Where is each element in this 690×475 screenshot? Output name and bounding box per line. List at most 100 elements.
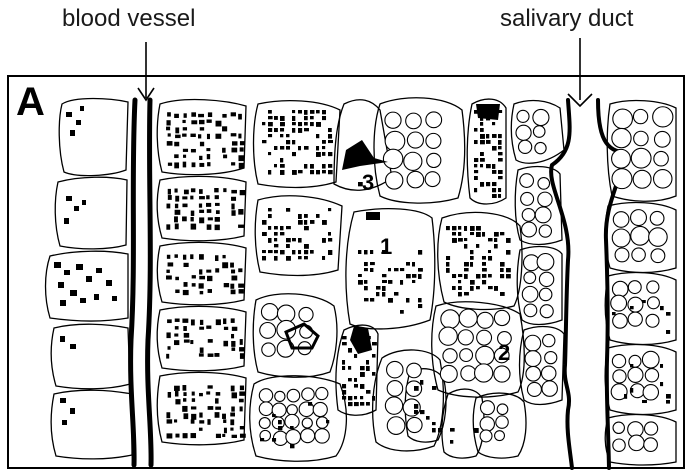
vesicle bbox=[613, 212, 629, 228]
granule bbox=[175, 196, 179, 202]
vesicle bbox=[477, 330, 492, 345]
granule bbox=[208, 385, 213, 388]
granule bbox=[458, 232, 461, 236]
granule bbox=[304, 244, 309, 249]
vesicle bbox=[613, 109, 633, 129]
vesicle bbox=[287, 389, 300, 402]
granule bbox=[231, 133, 237, 136]
vesicle bbox=[520, 174, 534, 188]
granule bbox=[486, 164, 491, 168]
vesicle bbox=[385, 397, 402, 414]
vesicle bbox=[527, 382, 541, 396]
granule bbox=[364, 268, 368, 271]
granule bbox=[292, 110, 295, 113]
granule bbox=[231, 112, 236, 116]
granule bbox=[414, 404, 418, 409]
granule bbox=[199, 353, 204, 356]
granule bbox=[175, 210, 181, 215]
vesicle bbox=[629, 435, 645, 451]
granule bbox=[280, 128, 284, 132]
granule bbox=[354, 384, 358, 388]
vesicle bbox=[612, 169, 632, 189]
granule bbox=[458, 274, 462, 277]
granule bbox=[492, 164, 495, 169]
granule bbox=[498, 134, 502, 138]
vesicle bbox=[480, 417, 494, 431]
vesicle bbox=[539, 288, 551, 300]
granule bbox=[191, 406, 196, 409]
salivary-duct-arrow bbox=[568, 38, 592, 106]
granule bbox=[426, 416, 430, 420]
granule bbox=[240, 353, 244, 359]
granule bbox=[500, 232, 504, 235]
granule bbox=[612, 312, 616, 315]
vesicle bbox=[631, 210, 647, 226]
granule bbox=[372, 342, 377, 345]
granule bbox=[660, 382, 663, 386]
granule bbox=[492, 146, 497, 151]
granule bbox=[184, 339, 190, 342]
granule bbox=[216, 434, 221, 438]
granule bbox=[238, 155, 244, 161]
granule bbox=[418, 274, 422, 279]
granule bbox=[198, 114, 204, 117]
granule bbox=[175, 127, 179, 133]
granule bbox=[286, 244, 290, 248]
granule bbox=[191, 433, 197, 438]
granule bbox=[166, 412, 170, 418]
granule bbox=[316, 152, 321, 157]
granule bbox=[231, 318, 235, 323]
granule bbox=[183, 413, 188, 419]
granule bbox=[238, 268, 242, 272]
granule bbox=[207, 119, 212, 122]
granule bbox=[174, 188, 177, 192]
vesicle bbox=[494, 310, 509, 325]
granule bbox=[348, 396, 352, 400]
vesicle bbox=[426, 112, 442, 128]
granule bbox=[207, 224, 212, 229]
vesicle bbox=[612, 128, 631, 147]
granule bbox=[464, 292, 469, 295]
granule bbox=[292, 128, 295, 133]
granule bbox=[190, 196, 193, 200]
vesicle bbox=[633, 109, 647, 123]
granule bbox=[464, 226, 467, 231]
granule bbox=[488, 256, 492, 261]
granule bbox=[304, 214, 308, 218]
granule bbox=[492, 194, 497, 198]
granule bbox=[452, 286, 456, 290]
granule bbox=[328, 232, 331, 236]
granule bbox=[184, 333, 189, 338]
granule bbox=[498, 188, 501, 192]
dense-cell-granules bbox=[166, 112, 246, 438]
granule bbox=[358, 280, 363, 285]
vesicle bbox=[647, 281, 659, 293]
granule bbox=[183, 255, 186, 260]
vesicle bbox=[460, 349, 473, 362]
granule bbox=[223, 419, 226, 423]
granule bbox=[342, 390, 346, 395]
vesicle bbox=[475, 364, 493, 382]
granule bbox=[223, 341, 228, 347]
vesicle bbox=[313, 402, 327, 416]
granule bbox=[498, 152, 503, 155]
granule bbox=[464, 268, 469, 271]
granule bbox=[239, 289, 244, 293]
granule bbox=[175, 204, 178, 208]
granule bbox=[364, 262, 368, 266]
vesicle bbox=[517, 110, 529, 122]
granule bbox=[206, 270, 211, 273]
granule bbox=[184, 282, 188, 287]
granule bbox=[342, 342, 347, 345]
granule bbox=[370, 262, 375, 265]
granule bbox=[280, 158, 283, 162]
vesicle bbox=[647, 297, 659, 309]
granule bbox=[366, 402, 370, 406]
granule bbox=[231, 148, 237, 153]
granule bbox=[474, 164, 477, 167]
cell-number-3: 3 bbox=[362, 172, 374, 194]
granule bbox=[470, 226, 475, 231]
granule bbox=[342, 336, 347, 339]
granule bbox=[286, 208, 290, 212]
granule bbox=[304, 164, 307, 169]
